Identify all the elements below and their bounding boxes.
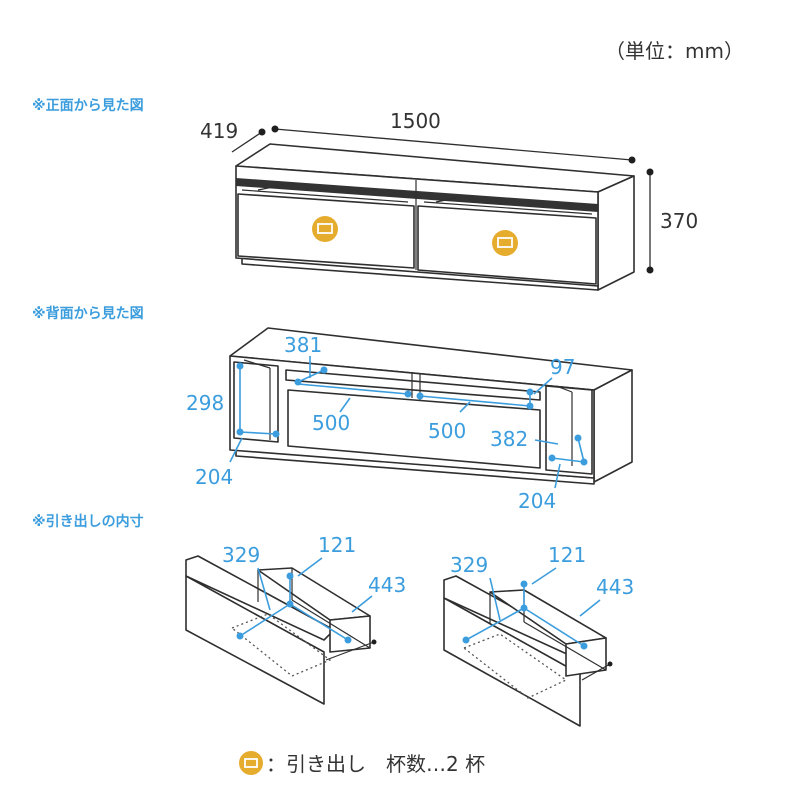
- back-dim-381: 381: [284, 333, 322, 357]
- drawer-left-dim-h: 121: [318, 533, 356, 557]
- legend: ：引き出し 杯数…2 杯: [239, 751, 485, 776]
- drawer-right: 329 121 443: [443, 543, 634, 727]
- front-view: 1500 419 370: [200, 109, 698, 291]
- drawer-left-dim-w: 329: [222, 543, 260, 567]
- drawer-left: 329 121 443: [185, 533, 406, 705]
- unit-label: （単位：mm）: [605, 39, 744, 63]
- back-drawer-box: [287, 389, 541, 469]
- drawer-handle-icon: [312, 216, 338, 242]
- dim-depth: 419: [200, 119, 238, 143]
- drawer-handle-icon: [492, 230, 518, 256]
- back-dim-500-right: 500: [428, 419, 466, 443]
- drawer-right-dim-d: 443: [596, 575, 634, 599]
- section-front-title: ※正面から見た図: [32, 98, 144, 114]
- front-top-band: [236, 178, 598, 212]
- legend-text: ：引き出し 杯数…2 杯: [266, 752, 485, 776]
- back-dim-382: 382: [490, 427, 528, 451]
- section-drawer-title: ※引き出しの内寸: [32, 513, 144, 530]
- dim-height: 370: [660, 209, 698, 233]
- section-back-title: ※背面から見た図: [32, 305, 144, 322]
- back-view: 381 97 298 500 500 382 204 204: [186, 327, 633, 513]
- dim-width: 1500: [390, 109, 441, 133]
- front-right-side: [597, 175, 635, 291]
- back-dim-298: 298: [186, 391, 224, 415]
- back-dim-97: 97: [550, 355, 575, 379]
- back-dim-204-right: 204: [518, 489, 556, 513]
- drawer-right-dim-h: 121: [548, 543, 586, 567]
- drawer-left-dim-d: 443: [368, 573, 406, 597]
- back-dim-500-left: 500: [312, 411, 350, 435]
- drawer-right-dim-w: 329: [450, 553, 488, 577]
- back-dim-204-left: 204: [195, 465, 233, 489]
- drawer-handle-icon: [239, 751, 263, 775]
